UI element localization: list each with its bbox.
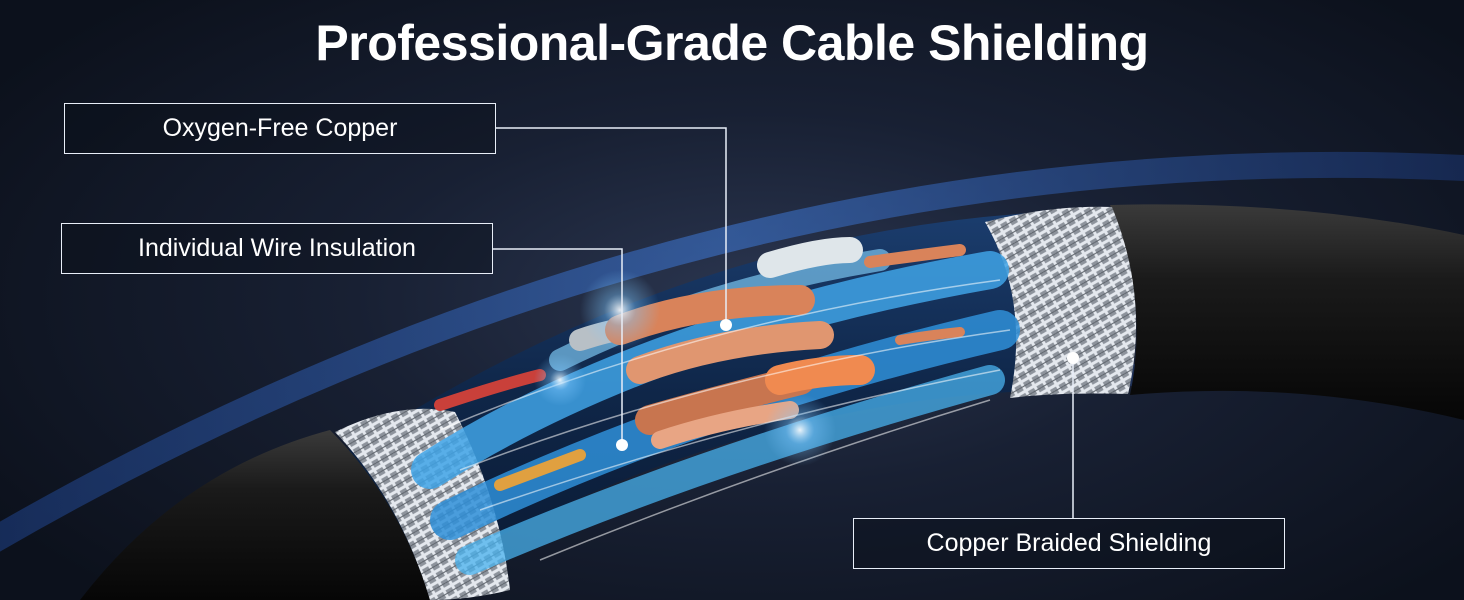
leader-line-insulation	[493, 248, 623, 445]
callout-dot	[720, 319, 732, 331]
callout-label: Copper Braided Shielding	[926, 529, 1212, 557]
outer-ring-arc	[0, 151, 1464, 552]
callout-braided-shielding: Copper Braided Shielding	[853, 518, 1285, 569]
right-braid	[985, 206, 1137, 398]
callout-dot	[1067, 352, 1079, 364]
light-streaks	[439, 279, 1011, 561]
callout-oxygen-free-copper: Oxygen-Free Copper	[64, 103, 496, 154]
leader-line-copper	[496, 127, 727, 325]
white-sleeve	[757, 237, 863, 278]
flare	[534, 354, 586, 406]
flare	[580, 270, 660, 350]
callout-wire-insulation: Individual Wire Insulation	[61, 223, 493, 274]
banner-title: Professional-Grade Cable Shielding	[315, 15, 1149, 71]
callout-dot	[616, 439, 628, 451]
callout-label: Individual Wire Insulation	[138, 234, 416, 262]
leader-lines	[493, 127, 1074, 518]
flare	[764, 394, 836, 466]
right-jacket	[1110, 204, 1464, 420]
left-jacket	[80, 430, 430, 600]
callout-label: Oxygen-Free Copper	[162, 114, 398, 142]
